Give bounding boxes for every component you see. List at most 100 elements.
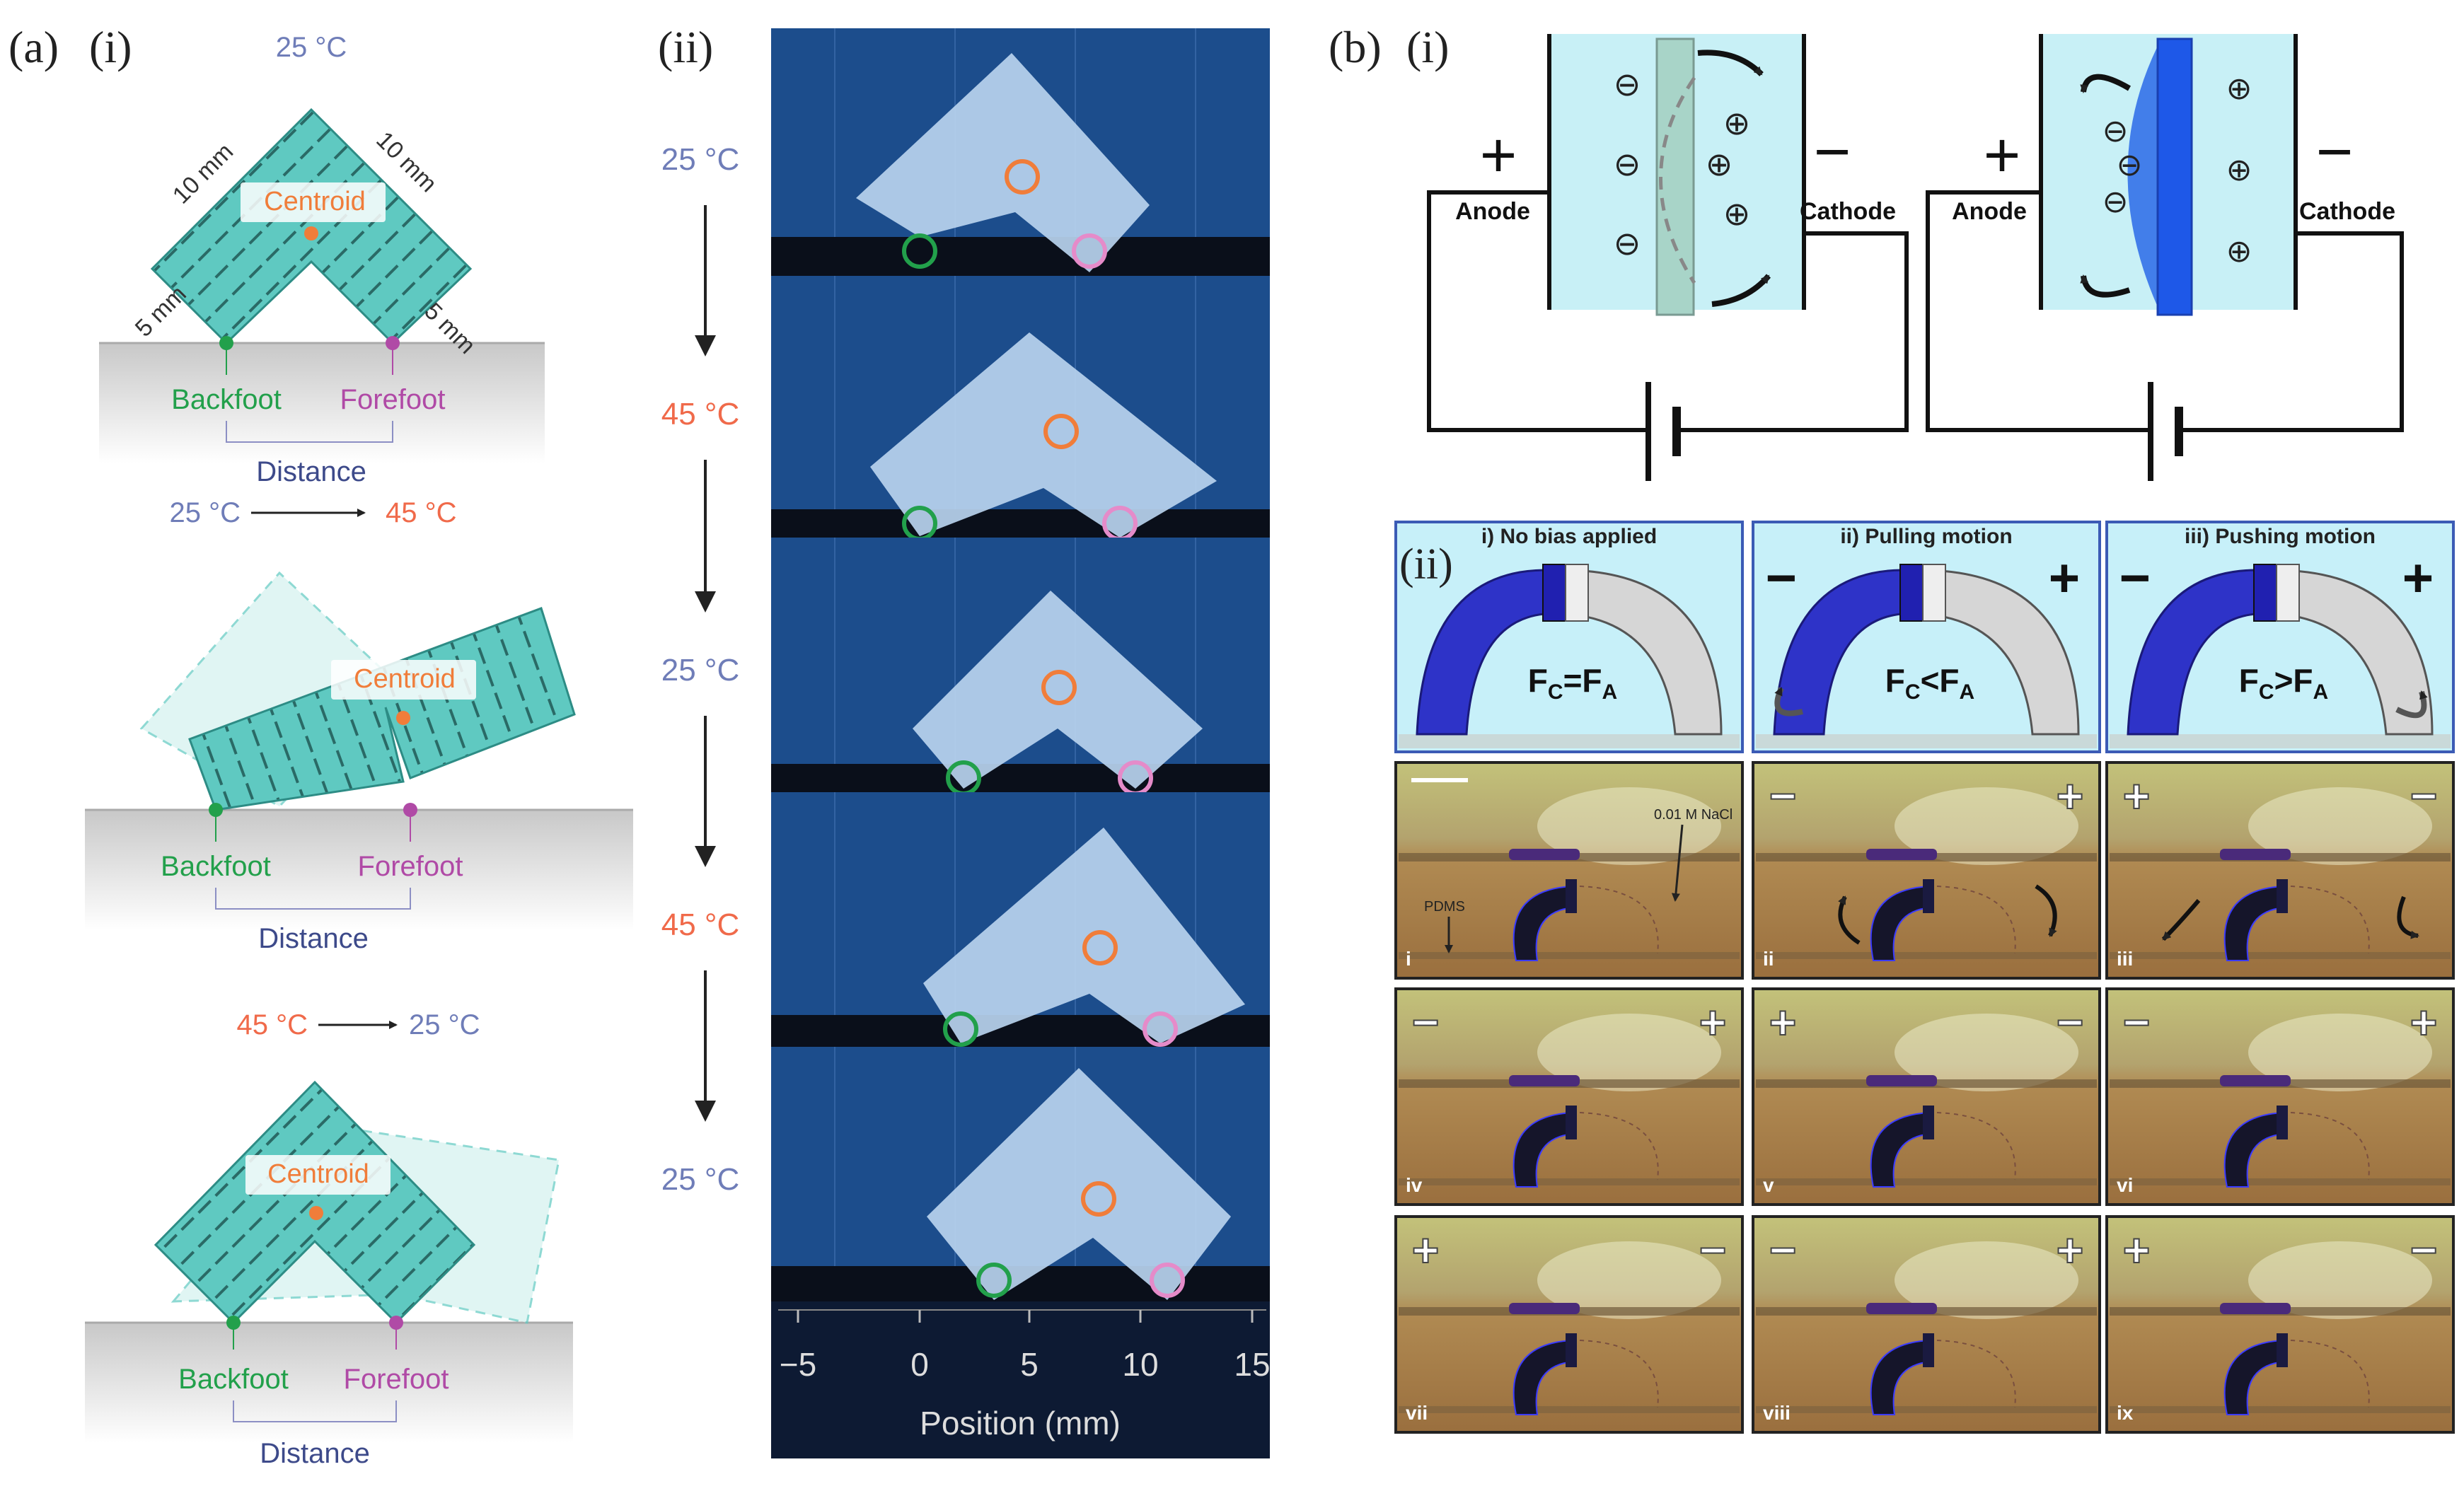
photo-frame-4: [771, 792, 1270, 1054]
transition2-from: 45 °C: [237, 1009, 308, 1040]
snapshot-left-sign-viii: −: [1769, 1224, 1797, 1276]
ion-plus-left-3: ⊕: [1723, 195, 1751, 232]
centroid-marker-5: [1081, 1181, 1116, 1217]
panel-label-a-ii: (ii): [658, 22, 713, 72]
snapshot-label-vi: vi: [2117, 1174, 2133, 1196]
snapshot-label-v: v: [1763, 1174, 1774, 1196]
electrode-vii: [1509, 1303, 1580, 1314]
snapshot-right-sign-vi: +: [2410, 996, 2438, 1048]
circuit-right: [1926, 190, 2404, 432]
snapshot-left-sign-vii: +: [1412, 1224, 1440, 1276]
snapshot-right-sign-viii: +: [2057, 1224, 2084, 1276]
snapshot-ii: ii−+: [1752, 761, 2101, 980]
robot-2: [870, 332, 1217, 538]
ion-plus-left-1: ⊕: [1723, 105, 1751, 141]
actuator-grey-3: [2275, 569, 2434, 736]
snapshot-iv: iv − +: [1394, 987, 1744, 1206]
backfoot-marker-4: [943, 1011, 978, 1047]
snapshot-viii: viii − +: [1752, 1215, 2101, 1434]
substrate-1: [771, 237, 1270, 276]
ion-plus-left-2: ⊕: [1706, 146, 1733, 182]
cathode-label-right: Cathode: [2299, 198, 2395, 225]
membrane-right: [2156, 37, 2193, 316]
snapshot-left-sign-iii: +: [2123, 770, 2151, 822]
membrane-left: [1655, 37, 1695, 316]
electrode-iii: [2220, 849, 2291, 860]
forefoot-label-1: Forefoot: [340, 384, 446, 415]
cathode-minus-left: −: [1814, 117, 1851, 187]
nacl-label: 0.01 M NaCl: [1654, 807, 1733, 823]
centroid-label-2: Centroid: [354, 664, 456, 694]
mechanism-header-2: ii) Pulling motion: [1840, 525, 2012, 548]
photo-frame-2: [771, 283, 1270, 548]
ion-minus-left-2: ⊖: [1614, 146, 1641, 182]
axis-tick-label-0: −5: [780, 1346, 816, 1383]
panel-label-b-i: (i): [1406, 22, 1449, 72]
ion-plus-right-3: ⊕: [2226, 234, 2252, 269]
robot-5: [927, 1068, 1231, 1300]
backfoot-marker-1: [902, 233, 937, 269]
snapshot-label-iv: iv: [1406, 1174, 1423, 1196]
forefoot-marker-5: [1150, 1263, 1185, 1298]
cathode-minus-right: −: [2316, 117, 2354, 187]
snapshot-left-sign-vi: −: [2123, 996, 2151, 1048]
ion-minus-left-3: ⊖: [1614, 225, 1641, 262]
snapshot-right-sign-vii: −: [1699, 1224, 1727, 1276]
anode-label-right: Anode: [1952, 198, 2027, 225]
snapshot-iii: iii+−: [2105, 761, 2455, 980]
photo-frame-5: [771, 1047, 1270, 1305]
centroid-marker-4: [1082, 930, 1118, 965]
ion-minus-right-3: ⊖: [2103, 185, 2129, 219]
electrode-i: [1509, 849, 1580, 860]
snapshot-right-sign-iii: −: [2410, 770, 2438, 822]
snapshot-right-sign-ii: +: [2057, 770, 2084, 822]
scale-bar: [1411, 778, 1468, 782]
centroid-dot-2: [396, 711, 410, 725]
centroid-marker-1: [1005, 159, 1040, 195]
chevron-shape-2: [188, 607, 576, 811]
electrode-ii: [1866, 849, 1937, 860]
anode-plus-right: +: [1984, 120, 2021, 191]
cathode-label-left: Cathode: [1800, 198, 1896, 225]
snapshot-label-ix: ix: [2117, 1402, 2134, 1424]
snapshot-vii: vii + −: [1394, 1215, 1744, 1434]
actuator-grey-1: [1564, 569, 1723, 736]
snapshot-left-sign-iv: −: [1412, 996, 1440, 1048]
centroid-dot-1: [304, 226, 318, 240]
snapshot-label-viii: viii: [1763, 1402, 1791, 1424]
position-axis-area: [771, 1301, 1270, 1458]
panel-label-b: (b): [1329, 22, 1382, 72]
axis-tick-label-3: 10: [1122, 1346, 1158, 1383]
pushing-minus-sign: −: [2119, 548, 2151, 608]
snapshot-right-sign-ix: −: [2410, 1224, 2438, 1276]
electrode-vi: [2220, 1075, 2291, 1086]
distance-label-3: Distance: [260, 1438, 370, 1469]
axis-tick-label-2: 5: [1020, 1346, 1039, 1383]
axis-tick-label-4: 15: [1234, 1346, 1270, 1383]
snapshot-ix: ix+−: [2105, 1215, 2455, 1434]
robot-4: [923, 828, 1245, 1043]
chevron-shape-3: [154, 1080, 476, 1325]
snapshot-label-vii: vii: [1406, 1402, 1428, 1424]
electrode-ix: [2220, 1303, 2291, 1314]
pushing-plus-sign: +: [2402, 548, 2434, 608]
ion-minus-right-2: ⊖: [2117, 148, 2143, 182]
forefoot-marker-1: [1072, 233, 1107, 269]
pulling-plus-sign: +: [2049, 548, 2080, 608]
centroid-dot-3: [309, 1206, 323, 1220]
distance-label-2: Distance: [258, 923, 369, 954]
snapshot-label-ii: ii: [1763, 948, 1774, 970]
ground-1: [99, 343, 545, 463]
position-axis-label: Position (mm): [920, 1405, 1121, 1441]
snapshot-right-sign-iv: +: [1699, 996, 1727, 1048]
panel-label-a-i: (i): [89, 22, 132, 72]
temperature-label-1: 25 °C: [661, 142, 740, 177]
ion-plus-right-1: ⊕: [2226, 71, 2252, 106]
force-equation-2: FC<FA: [1885, 662, 1974, 704]
robot-3: [913, 591, 1203, 789]
pulling-minus-sign: −: [1766, 548, 1797, 608]
